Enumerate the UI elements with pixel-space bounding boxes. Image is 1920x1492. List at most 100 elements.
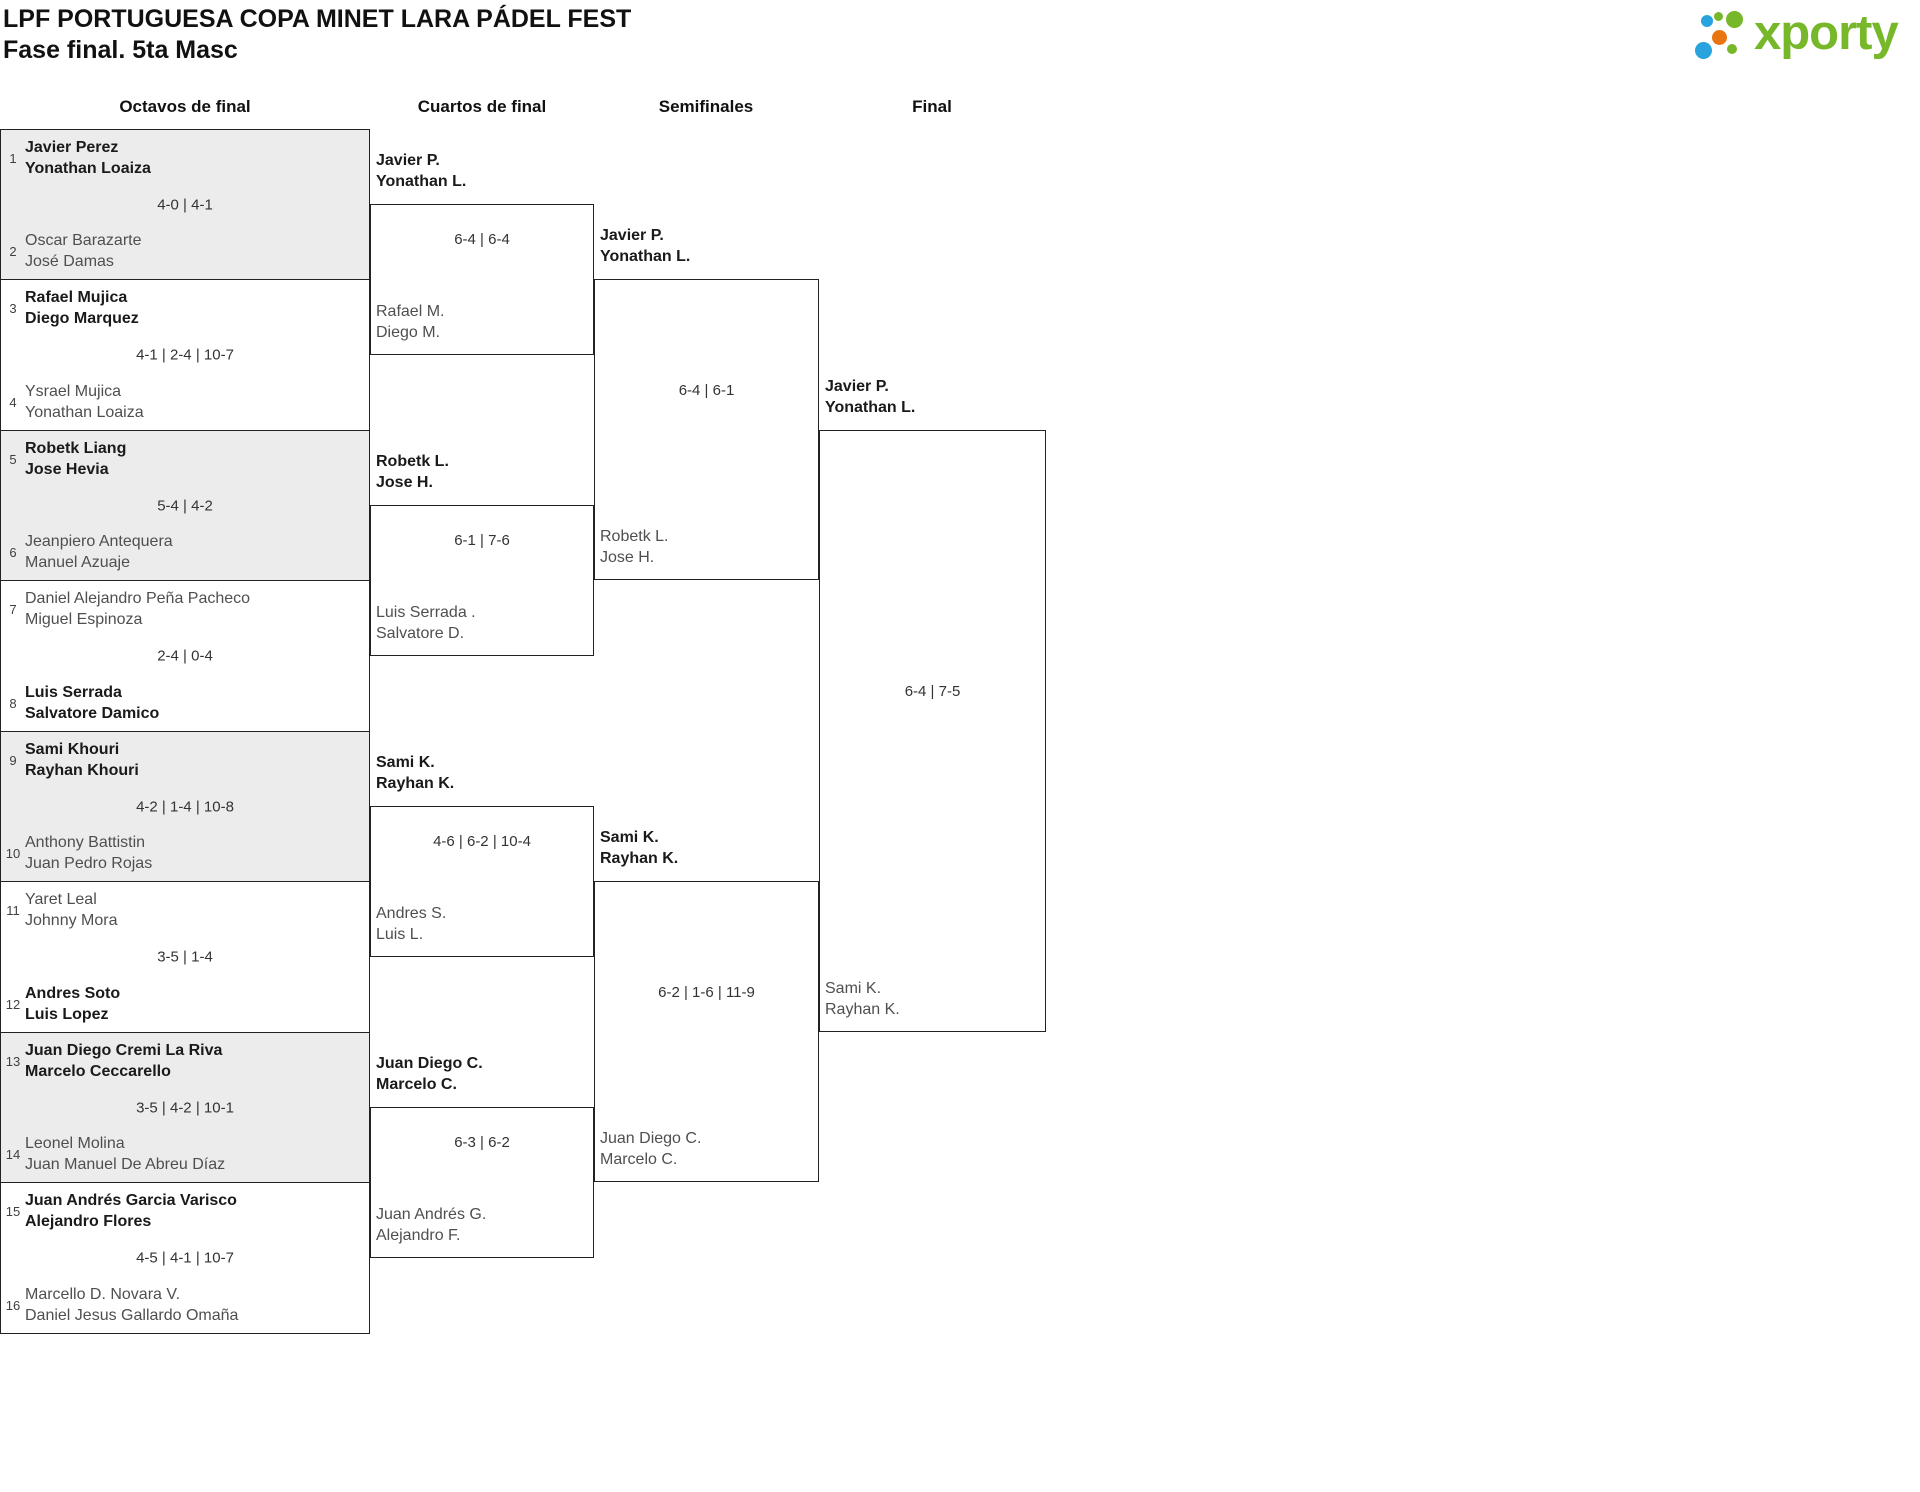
logo-dot-icon — [1727, 44, 1737, 54]
team-pair-label: Robetk L. Jose H. — [376, 451, 449, 493]
team-name: Yonathan Loaiza — [25, 404, 144, 421]
team-pair-label: Juan Diego C. Marcelo C. — [600, 1128, 701, 1170]
logo-dot-icon — [1701, 15, 1713, 27]
team-pair-label: Javier P.Yonathan L. — [825, 376, 915, 418]
team-pair-label: Juan Andrés G.Alejandro F. — [376, 1204, 486, 1246]
team-name: Rafael M. — [376, 302, 445, 320]
team-pair-label: Robetk L. Jose H. — [600, 526, 668, 568]
team-name: Jose H. — [600, 549, 655, 567]
seed-number: 3 — [9, 300, 17, 316]
team-name: Rayhan K. — [600, 850, 679, 868]
match-box-cuartos — [370, 505, 594, 656]
match-score: 4-2 | 1-4 | 10-8 — [136, 798, 234, 815]
team-name: Robetk Liang — [25, 440, 127, 457]
match-score: 4-6 | 6-2 | 10-4 — [433, 833, 531, 851]
team-name: Sami K. — [825, 979, 882, 997]
match-score: 4-5 | 4-1 | 10-7 — [136, 1249, 234, 1267]
team-name: Jose Hevia — [25, 461, 109, 478]
team-name: José Damas — [25, 253, 114, 270]
team-pair-label: Javier P.Yonathan L. — [600, 225, 690, 267]
team-pair-label: Sami K.Rayhan K. — [376, 752, 454, 794]
match-score: 2-4 | 0-4 — [157, 647, 213, 665]
seed-number: 5 — [9, 451, 17, 467]
match-box-semifinales — [594, 881, 819, 1183]
team-name: Juan Diego Cremi La Riva — [25, 1042, 223, 1059]
seed-number: 13 — [5, 1053, 21, 1069]
team-name: Miguel Espinoza — [25, 611, 143, 628]
team-name: Oscar Barazarte — [25, 232, 142, 249]
team-name: Marcelo C. — [600, 1151, 678, 1169]
seed-number: 6 — [9, 544, 17, 560]
seed-number: 16 — [5, 1297, 21, 1313]
team-name: Yonathan L. — [376, 173, 467, 190]
seed-number: 2 — [9, 243, 17, 259]
match-score: 6-3 | 6-2 — [454, 1134, 510, 1152]
team-pair-label: Rafael M.Diego M. — [376, 301, 444, 343]
team-name: Daniel Jesus Gallardo Omaña — [25, 1307, 239, 1324]
seed-number: 8 — [9, 695, 17, 711]
match-score: 4-1 | 2-4 | 10-7 — [136, 346, 234, 364]
team-name: Marcelo C. — [376, 1076, 457, 1093]
team-name: Sami K. — [600, 829, 659, 847]
match-box-cuartos — [370, 204, 594, 355]
match-score: 6-2 | 1-6 | 11-9 — [658, 983, 755, 1001]
page-header: LPF PORTUGUESA COPA MINET LARA PÁDEL FES… — [3, 4, 631, 66]
team-pair-label: Sami K. Rayhan K. — [600, 827, 678, 869]
team-name: Robetk L. — [600, 528, 669, 546]
team-name: Sami K. — [376, 754, 435, 771]
team-name: Robetk L. — [376, 453, 449, 470]
team-name: Manuel Azuaje — [25, 554, 130, 571]
tournament-title: LPF PORTUGUESA COPA MINET LARA PÁDEL FES… — [3, 5, 632, 33]
seed-number: 11 — [6, 902, 20, 918]
team-name: Juan Manuel De Abreu Díaz — [25, 1156, 226, 1173]
team-name: Leonel Molina — [25, 1135, 125, 1152]
seed-number: 15 — [5, 1203, 21, 1219]
team-name: Andres S. — [376, 904, 447, 922]
team-name: Luis Lopez — [25, 1006, 109, 1023]
team-pair-label: Andres S.Luis L. — [376, 903, 446, 945]
team-name: Johnny Mora — [25, 912, 118, 929]
match-box-cuartos — [370, 1107, 594, 1258]
xporty-logo[interactable]: xporty — [1690, 2, 1920, 80]
match-score: 6-4 | 6-1 — [678, 381, 735, 399]
team-name: Juan Andrés G. — [376, 1205, 487, 1223]
team-names: Marcello D. Novara V.Daniel Jesus Gallar… — [25, 1284, 238, 1326]
match-score: 5-4 | 4-2 — [157, 497, 213, 514]
team-name: Juan Diego C. — [600, 1130, 702, 1148]
team-name: Juan Andrés Garcia Varisco — [25, 1192, 237, 1209]
match-score: 6-4 | 6-4 — [454, 231, 510, 249]
seed-number: 14 — [5, 1146, 21, 1162]
seed-number: 12 — [5, 996, 21, 1012]
team-name: Rafael Mujica — [25, 289, 128, 306]
match-score: 6-1 | 7-6 — [454, 532, 510, 550]
round-header-octavos: Octavos de final — [119, 97, 251, 116]
stage-subtitle: Fase final. 5ta Masc — [3, 36, 238, 64]
team-name: Marcelo Ceccarello — [25, 1063, 171, 1080]
match-box-final — [819, 429, 1046, 1032]
team-name: Salvatore D. — [376, 624, 465, 642]
team-name: Juan Pedro Rojas — [25, 855, 153, 872]
team-name: Salvatore Damico — [25, 705, 160, 722]
team-name: Yaret Leal — [25, 891, 97, 908]
team-name: Andres Soto — [25, 985, 121, 1002]
team-name: Jose H. — [376, 474, 433, 491]
